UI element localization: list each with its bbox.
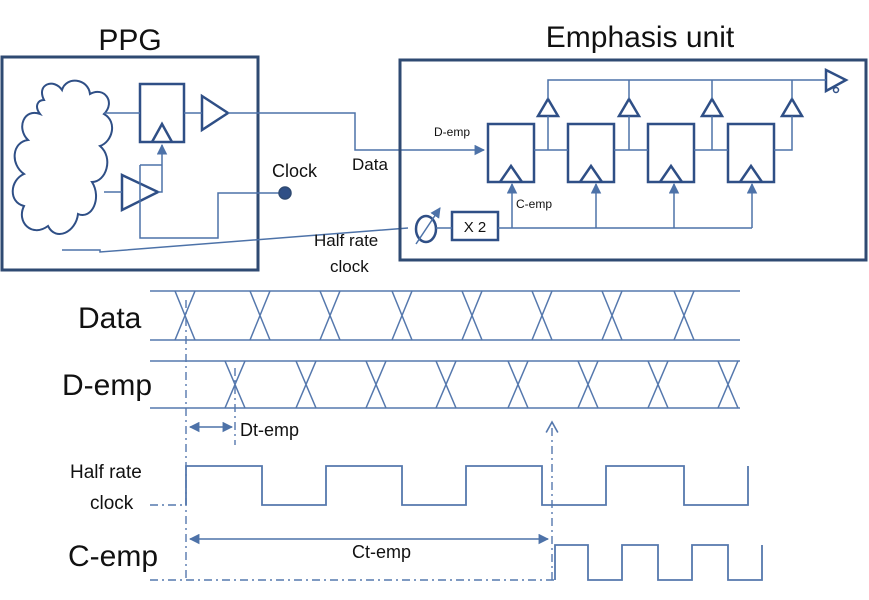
emphasis-output-node <box>832 86 840 94</box>
ppg-ff-clock-marker <box>150 121 174 143</box>
ppg-frame <box>0 55 260 272</box>
phase-shifter <box>414 207 441 245</box>
timing-half-rate-label-2: clock <box>90 493 134 514</box>
timing-reference-lines <box>150 300 559 581</box>
clock-output-dot <box>278 186 292 200</box>
ppg-flip-flop <box>138 82 186 144</box>
timing-c-emp-waveform <box>554 544 763 581</box>
x2-multiplier-label: X 2 <box>464 219 487 236</box>
timing-d-emp-waveform <box>150 360 740 409</box>
ppg-block: PPG Clock <box>0 24 409 272</box>
timing-d-emp-label: D-emp <box>62 369 152 402</box>
ct-emp-label: Ct-emp <box>352 542 411 562</box>
timing-diagram: Data D-emp <box>62 290 763 581</box>
half-rate-clock-label-1: Half rate <box>314 231 378 250</box>
timing-c-emp-label: C-emp <box>68 540 158 573</box>
clock-output-label: Clock <box>272 161 318 181</box>
emphasis-ff-1 <box>486 122 536 184</box>
half-rate-clock-label-2: clock <box>330 257 369 276</box>
timing-data-label: Data <box>78 302 142 335</box>
emphasis-unit-title: Emphasis unit <box>546 21 735 54</box>
data-link-label: Data <box>352 155 388 174</box>
ppg-wiring <box>62 112 409 253</box>
ppg-title: PPG <box>98 24 161 57</box>
c-emp-input-label: C-emp <box>516 197 552 211</box>
tap-buffers <box>535 96 805 118</box>
pattern-source-cloud <box>11 79 114 235</box>
emphasis-unit-frame <box>398 58 868 262</box>
emphasis-unit-block: Emphasis unit D-emp C-emp X 2 <box>398 21 868 262</box>
timing-half-rate-waveform <box>185 465 749 506</box>
ppg-output-buffer <box>200 93 231 133</box>
timing-data-waveform <box>150 290 740 341</box>
emphasis-wiring <box>436 79 826 229</box>
data-link <box>228 112 486 156</box>
emphasis-ff-2 <box>566 122 616 184</box>
d-emp-input-label: D-emp <box>434 125 470 139</box>
emphasis-ff-4 <box>726 122 776 184</box>
emphasis-flip-flops <box>486 122 776 184</box>
timing-half-rate-label-1: Half rate <box>70 462 142 483</box>
x2-multiplier <box>450 210 500 242</box>
emphasis-ff-3 <box>646 122 696 184</box>
dt-emp-label: Dt-emp <box>240 420 299 440</box>
